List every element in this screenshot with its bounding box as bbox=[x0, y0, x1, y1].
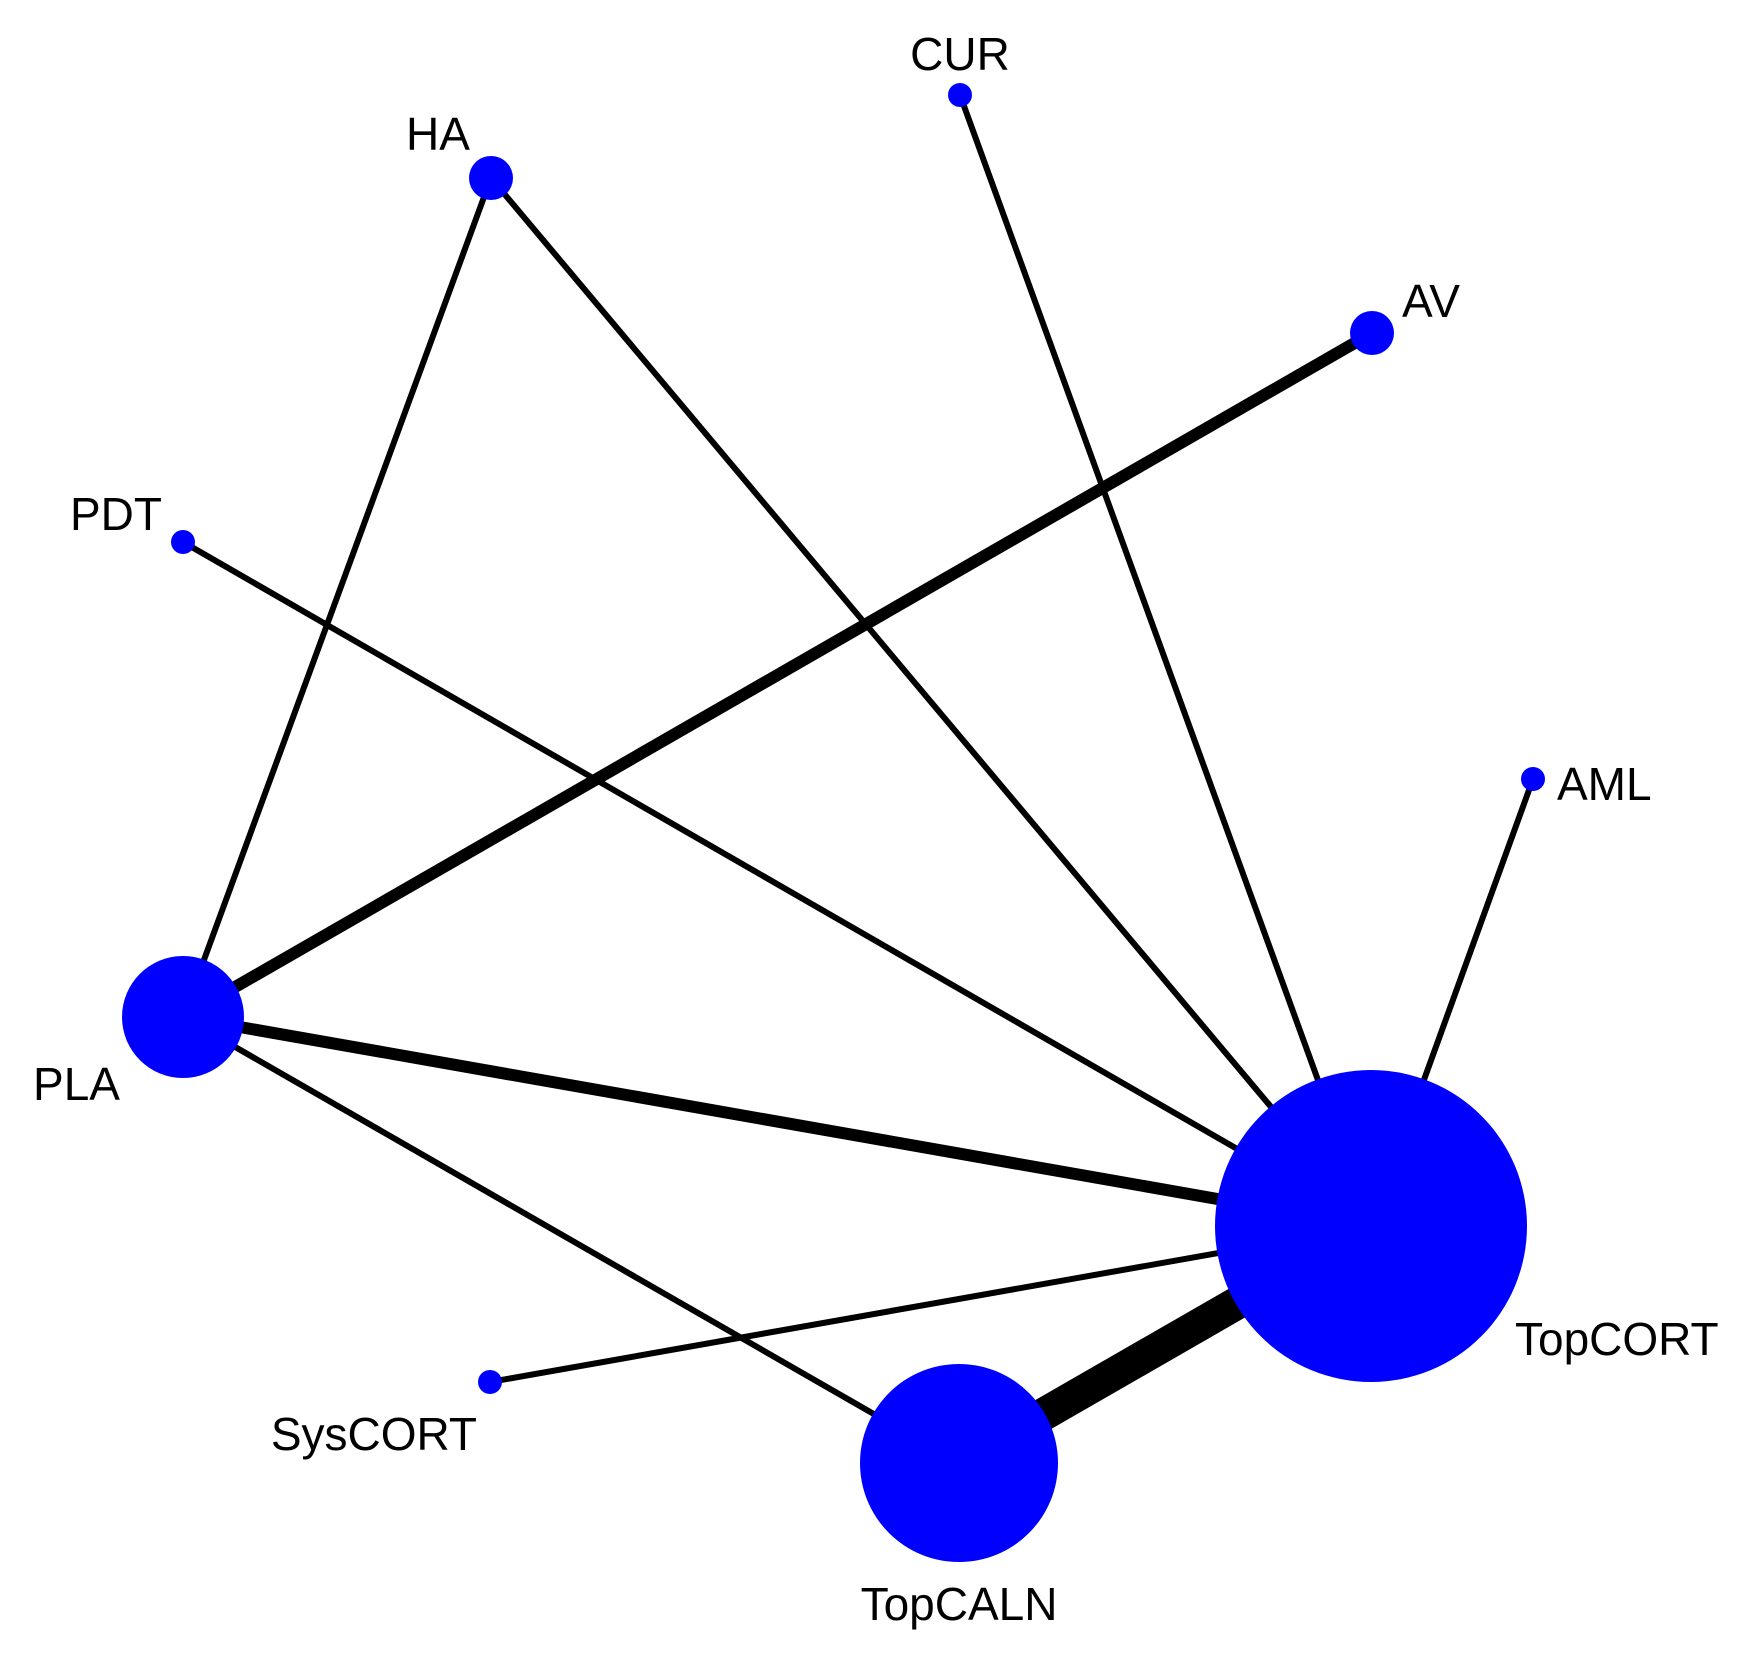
node-label-pla: PLA bbox=[33, 1058, 120, 1110]
node-ha bbox=[469, 156, 513, 200]
edge-ha-pla bbox=[180, 176, 494, 1019]
node-label-topcort: TopCORT bbox=[1515, 1313, 1719, 1365]
node-label-syscort: SysCORT bbox=[271, 1408, 477, 1460]
node-topcort bbox=[1215, 1070, 1527, 1382]
node-syscort bbox=[478, 1370, 502, 1394]
edge-pdt-topcort bbox=[181, 539, 1373, 1229]
node-label-topcaln: TopCALN bbox=[861, 1578, 1058, 1630]
node-label-av: AV bbox=[1402, 275, 1460, 327]
edge-pla-topcaln bbox=[181, 1014, 961, 1466]
node-label-aml: AML bbox=[1557, 758, 1652, 810]
node-pla bbox=[122, 956, 244, 1078]
edge-av-pla bbox=[180, 327, 1375, 1023]
node-topcaln bbox=[860, 1364, 1058, 1562]
node-aml bbox=[1521, 767, 1545, 791]
node-pdt bbox=[171, 530, 195, 554]
edge-ha-topcort bbox=[488, 176, 1374, 1228]
edge-cur-topcort bbox=[957, 93, 1374, 1228]
node-av bbox=[1350, 311, 1394, 355]
node-cur bbox=[948, 83, 972, 107]
node-label-pdt: PDT bbox=[70, 488, 162, 540]
nodes bbox=[122, 83, 1545, 1562]
labels: CUR HA AV PDT AML PLA TopCORT SysCORT TopCALN bbox=[33, 28, 1719, 1630]
edge-pla-topcort bbox=[181, 1011, 1373, 1232]
node-label-ha: HA bbox=[406, 108, 470, 160]
node-label-cur: CUR bbox=[910, 28, 1010, 80]
